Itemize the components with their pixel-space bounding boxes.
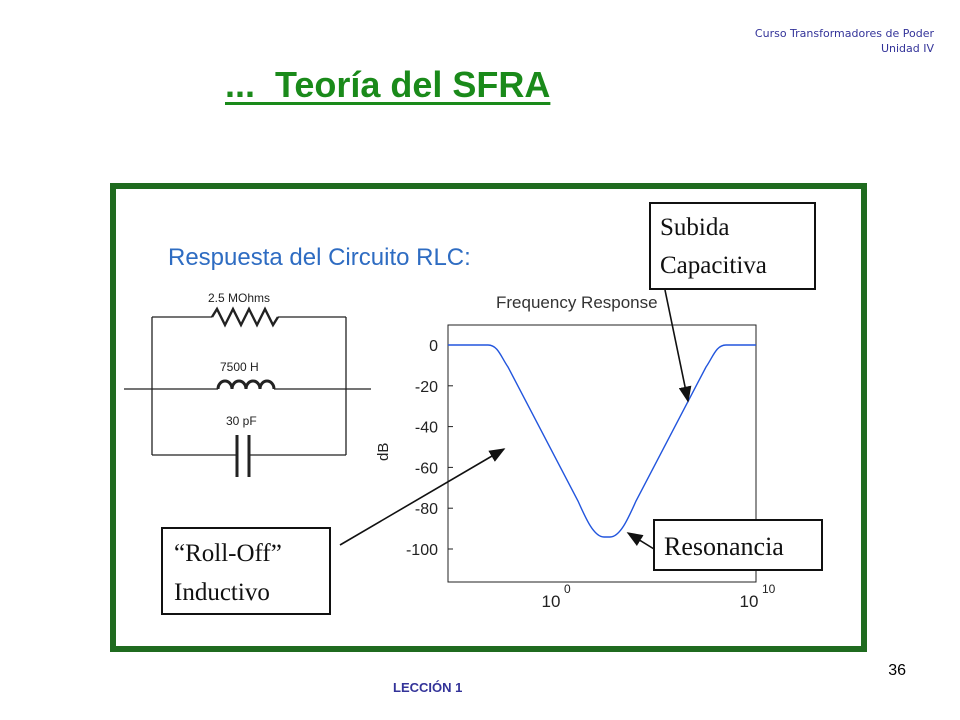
resistor-label: 2.5 MOhms [208,291,270,305]
subida-arrow [664,289,692,403]
callout-rolloff: “Roll-Off” Inductivo [161,527,331,615]
y-tick-label: 0 [429,338,438,355]
callout-rolloff-line1: “Roll-Off” [174,540,282,567]
figure-frame: Respuesta del Circuito RLC: 2.5 MOhms 75… [110,183,867,652]
resonancia-arrow [626,532,655,550]
x-tick-base: 10 [740,592,759,611]
resistor-symbol [210,306,280,328]
frequency-response-curve [448,344,756,538]
page-number: 36 [888,662,906,679]
x-tick-exponent: 0 [564,582,571,596]
course-header: Curso Transformadores de Poder Unidad IV [755,26,934,56]
lesson-label: LECCIÓN 1 [393,680,463,695]
callout-subida-line2: Capacitiva [660,252,767,279]
slide-title: ... Teoría del SFRA [225,64,551,105]
capacitor-label: 30 pF [226,414,257,428]
y-axis-label: dB [375,443,392,461]
x-tick-exponent: 10 [762,582,776,596]
diagram-heading: Respuesta del Circuito RLC: [168,244,471,271]
callout-resonancia: Resonancia [653,519,823,571]
course-name: Curso Transformadores de Poder [754,27,934,40]
inductor-label: 7500 H [220,360,259,374]
rlc-circuit [124,306,371,477]
unit-name: Unidad IV [880,42,934,55]
callout-resonancia-text: Resonancia [664,532,784,561]
y-axis-ticks: 0 -20 -40 -60 -80 -100 [406,338,453,559]
rolloff-arrow [339,448,506,546]
y-tick-label: -100 [406,542,438,559]
plot-title: Frequency Response [496,293,658,312]
y-tick-label: -20 [415,379,438,396]
y-tick-label: -40 [415,420,438,437]
callout-subida-line1: Subida [660,214,729,241]
inductor-symbol [216,379,276,390]
callout-subida: Subida Capacitiva [649,202,816,290]
x-tick-base: 10 [542,592,561,611]
y-tick-label: -80 [415,501,438,518]
rlc-figure: Respuesta del Circuito RLC: 2.5 MOhms 75… [124,202,823,615]
callout-rolloff-line2: Inductivo [174,579,270,606]
y-tick-label: -60 [415,460,438,477]
